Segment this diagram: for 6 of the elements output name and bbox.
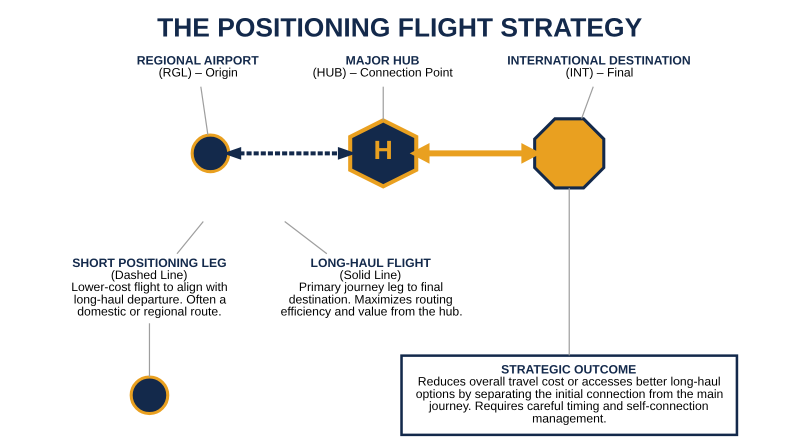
diagram-title: THE POSITIONING FLIGHT STRATEGY [157, 12, 642, 42]
node-text: SHORT POSITIONING LEG (Dashed Line) Lower-cost flight to align with long-haul departure. Often a domestic or regional route. [71, 256, 228, 319]
node-text: REGIONAL AIRPORT (RGL) – Origin [136, 54, 259, 80]
node-text: MAJOR HUB (HUB) – Connection Point [312, 54, 453, 80]
node-text: INTERNATIONAL DESTINATION (INT) – Final [507, 54, 691, 80]
node-text: LONG-HAUL FLIGHT (Solid Line) Primary journey leg to final destination. Maximizes routing efficiency and value from the hub. [280, 256, 463, 319]
